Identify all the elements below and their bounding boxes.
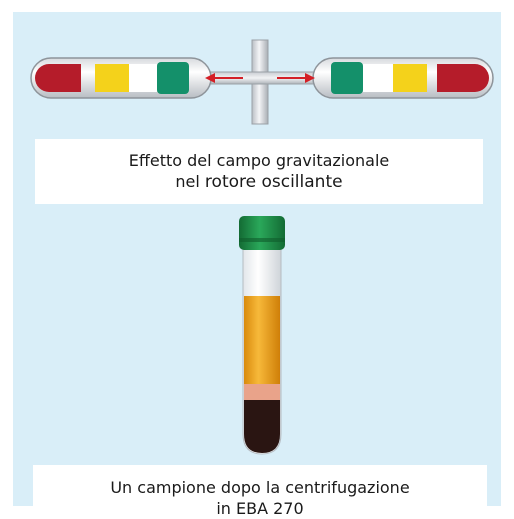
sediment-layer xyxy=(244,400,280,453)
rotor-caption: Effetto del campo gravitazionale nel rot… xyxy=(35,139,483,204)
figure-panel: Effetto del campo gravitazionale nel rot… xyxy=(13,12,501,518)
left-segment-yellow xyxy=(95,64,129,92)
right-segment-white xyxy=(363,64,393,92)
right-segment-green xyxy=(331,62,363,94)
centrifuged-sample-tube xyxy=(239,216,285,455)
left-segment-green xyxy=(157,62,189,94)
left-tube xyxy=(30,57,212,99)
plasma-layer xyxy=(244,296,280,386)
tube-caption: Un campione dopo la centrifugazione in E… xyxy=(33,465,487,518)
rotor-caption-line1: Effetto del campo gravitazionale xyxy=(128,151,390,170)
tube-caption-line2: in EBA 270 xyxy=(216,499,304,518)
swing-rotor-diagram xyxy=(30,39,494,125)
right-arrow-icon xyxy=(277,73,315,83)
buffy-coat-layer xyxy=(244,384,280,400)
rotor-caption-emphasis: rotore oscillante xyxy=(204,172,343,192)
tube-caption-line1: Un campione dopo la centrifugazione xyxy=(110,478,410,497)
rotor-caption-prefix: nel xyxy=(175,172,205,191)
left-arrow-icon xyxy=(205,73,243,83)
right-tube xyxy=(312,57,494,99)
rotor-caption-line2: nel rotore oscillante xyxy=(35,171,483,193)
right-segment-yellow xyxy=(393,64,427,92)
tube-cap xyxy=(239,216,285,250)
left-segment-white xyxy=(129,64,157,92)
